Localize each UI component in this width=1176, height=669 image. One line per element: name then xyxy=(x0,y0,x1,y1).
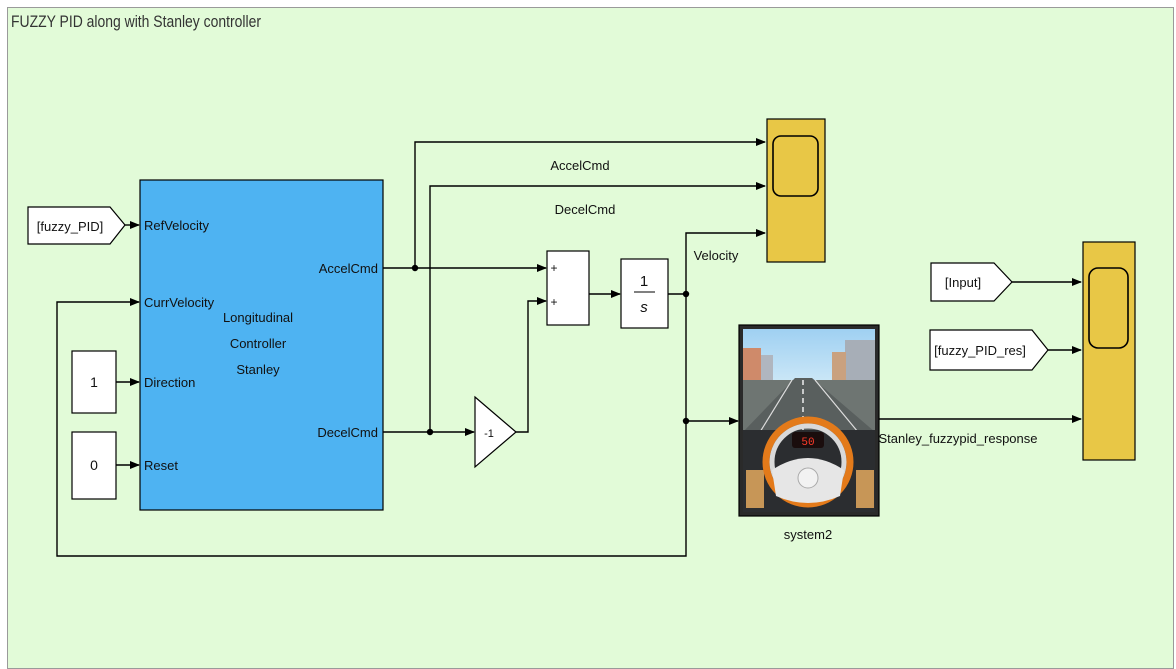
speed-readout: 50 xyxy=(801,437,814,449)
integrator-denominator: s xyxy=(640,299,648,316)
constant-block-zero[interactable]: 0 xyxy=(72,432,116,499)
signal-label-accel: AccelCmd xyxy=(550,158,609,173)
longitudinal-controller-block[interactable]: Longitudinal Controller Stanley RefVeloc… xyxy=(140,180,383,510)
vehicle-sim-block[interactable]: 50 system2 xyxy=(739,325,879,542)
line-decel-to-scope[interactable] xyxy=(430,186,765,432)
gain-block[interactable]: -1 xyxy=(475,397,516,467)
integrator-block[interactable]: 1 s xyxy=(621,259,668,328)
port-accel-cmd: AccelCmd xyxy=(319,261,378,276)
controller-title-line-3: Stanley xyxy=(236,362,280,377)
scope-screen xyxy=(773,136,818,196)
sum-block[interactable]: + + xyxy=(547,251,589,325)
signal-label-decel: DecelCmd xyxy=(555,202,616,217)
signal-label-velocity: Velocity xyxy=(694,248,739,263)
branch-point xyxy=(683,418,689,424)
branch-point xyxy=(427,429,433,435)
line-gain-to-sum[interactable] xyxy=(516,301,546,432)
gain-value: -1 xyxy=(484,428,494,440)
line-velocity-to-vehicle[interactable] xyxy=(686,294,738,421)
sum-sign-2: + xyxy=(550,295,557,309)
from-fuzzy-pid-label: [fuzzy_PID] xyxy=(37,219,103,234)
vehicle-sim-icon: 50 xyxy=(743,329,875,512)
port-ref-velocity: RefVelocity xyxy=(144,218,210,233)
from-block-fuzzy-pid[interactable]: [fuzzy_PID] xyxy=(28,207,125,244)
port-decel-cmd: DecelCmd xyxy=(317,425,378,440)
vehicle-block-name: system2 xyxy=(784,527,832,542)
scope-block-right[interactable] xyxy=(1083,242,1135,460)
constant-zero-value: 0 xyxy=(90,457,98,473)
controller-title-line-2: Controller xyxy=(230,336,287,351)
branch-point xyxy=(412,265,418,271)
from-fuzzy-pid-res-label: [fuzzy_PID_res] xyxy=(934,343,1026,358)
branch-point xyxy=(683,291,689,297)
port-curr-velocity: CurrVelocity xyxy=(144,295,215,310)
scope-block-top[interactable] xyxy=(767,119,825,262)
from-block-fuzzy-pid-res[interactable]: [fuzzy_PID_res] xyxy=(930,330,1048,370)
sum-sign-1: + xyxy=(550,261,557,275)
constant-one-value: 1 xyxy=(90,374,98,390)
scope-screen xyxy=(1089,268,1128,348)
from-block-input[interactable]: [Input] xyxy=(931,263,1012,301)
signal-label-response: Stanley_fuzzypid_response xyxy=(879,431,1038,446)
port-direction: Direction xyxy=(144,375,195,390)
integrator-numerator: 1 xyxy=(640,273,648,290)
port-reset: Reset xyxy=(144,458,178,473)
controller-title-line-1: Longitudinal xyxy=(223,310,293,325)
line-velocity-to-scope[interactable] xyxy=(686,233,765,294)
constant-block-one[interactable]: 1 xyxy=(72,351,116,413)
from-input-label: [Input] xyxy=(945,275,981,290)
